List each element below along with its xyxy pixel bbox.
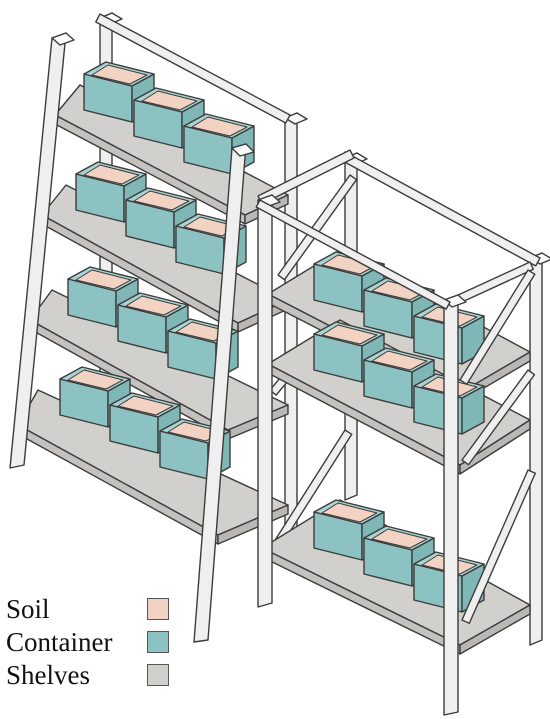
left-planter-r4-c2-soil [117, 395, 174, 416]
legend-label-soil: Soil [6, 594, 50, 624]
right-right-brace-1 [459, 269, 536, 385]
right-front-post-right [443, 294, 459, 716]
left-planter-r2-c2-soil [133, 190, 190, 211]
right-back-post-right-face [529, 252, 543, 646]
legend-swatch-shelves [147, 664, 169, 686]
legend-swatch-container [147, 631, 169, 653]
right-right-brace-2 [461, 369, 536, 466]
right-planter-r3-c1-soil [321, 502, 378, 523]
right-top-crossbar [340, 151, 541, 267]
legend-label-shelves: Shelves [6, 660, 90, 690]
legend-label-container: Container [6, 627, 113, 657]
left-planter-r1-c2-soil [141, 90, 198, 111]
right-planter-r3-c2-soil [371, 528, 428, 549]
right-planter-r3-c3 [413, 551, 485, 613]
left-planter-r1-c1-soil [91, 64, 148, 85]
right-left-brace-1 [277, 174, 358, 281]
legend-item-soil: Soil [6, 594, 206, 627]
legend-item-shelves: Shelves [6, 660, 206, 693]
left-planter-r1-c3-soil [191, 116, 248, 137]
right-planter-r2-c1-soil [321, 324, 378, 345]
left-front-post-right-cap [231, 143, 255, 157]
left-top-crossbar [95, 13, 291, 124]
left-planter-r3-c1-soil [75, 269, 132, 290]
left-back-post-right-cap [284, 112, 308, 125]
right-back-post-right [529, 252, 550, 646]
right-front-post-left [257, 194, 273, 608]
right-front-top-bar [255, 199, 451, 310]
right-shelf-3-side-edge [459, 604, 531, 655]
left-planter-r4-c1-soil [67, 369, 124, 390]
right-right-brace-3 [461, 469, 537, 624]
right-shelf-2-side-edge [459, 419, 531, 475]
legend: Soil Container Shelves [6, 594, 206, 693]
right-cross-braced-shelf [255, 149, 550, 716]
left-planter-r3-c2-soil [125, 295, 182, 316]
left-planter-r2-c1-soil [83, 164, 140, 185]
right-planter-r2-c2-soil [371, 350, 428, 371]
left-front-post-left-cap [51, 32, 75, 46]
legend-swatch-soil [147, 598, 169, 620]
legend-item-container: Container [6, 627, 206, 660]
